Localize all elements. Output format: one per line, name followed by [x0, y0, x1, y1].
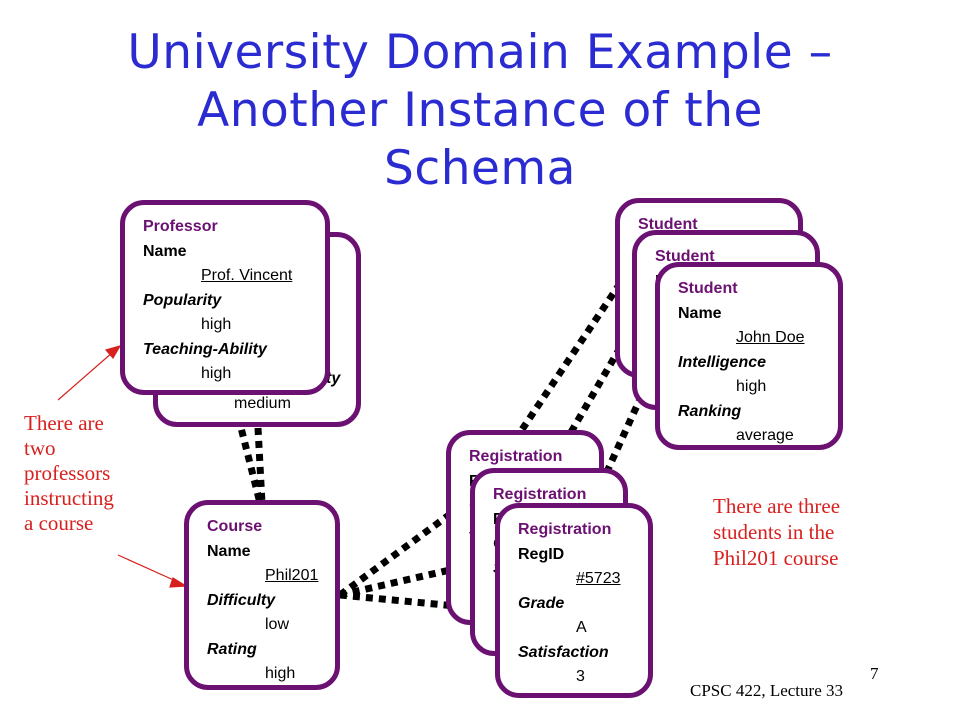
arrowhead-note-to-course	[169, 577, 188, 588]
note-line: There are three	[713, 494, 841, 518]
card-type-label: Student	[638, 216, 698, 233]
footer-course-lecture: CPSC 422, Lecture 33	[690, 681, 843, 700]
card-type-label: Registration	[518, 521, 612, 538]
card-attribute: Name	[207, 542, 251, 560]
note-line: professors	[24, 461, 111, 485]
card-value: high	[201, 316, 232, 333]
card-type-label: Registration	[493, 486, 587, 503]
note-line: There are	[24, 411, 104, 435]
card-value: average	[736, 427, 794, 444]
page-number: 7	[870, 664, 879, 683]
card-attribute: Name	[143, 242, 187, 260]
card-value: medium	[234, 394, 291, 412]
title-line-3: Schema	[384, 141, 576, 196]
title-line-2: Another Instance of the	[197, 83, 763, 138]
connector-course-professor-2	[254, 427, 266, 504]
card-attribute: Popularity	[143, 291, 222, 309]
card-attribute: Rating	[207, 640, 257, 658]
note-line: Phil201 course	[713, 546, 839, 570]
card-value: Phil201	[265, 567, 319, 584]
connector-registration-student-1	[512, 283, 622, 442]
card-value: A	[576, 619, 587, 636]
card-type-label: Student	[678, 280, 738, 297]
card-type-label: Registration	[469, 448, 563, 465]
card-attribute: Teaching-Ability	[143, 340, 267, 358]
note-line: two	[24, 436, 56, 460]
card-attribute: Intelligence	[678, 353, 767, 371]
arrowhead-note-to-professor	[104, 345, 122, 360]
note-line: students in the	[713, 520, 835, 544]
card-value: high	[201, 365, 232, 382]
card-attribute: Grade	[518, 594, 565, 612]
students-note: There are three students in the Phil201 …	[713, 493, 840, 571]
slide-title: University Domain Example – Another Inst…	[0, 24, 960, 198]
connector-course-registration-2	[339, 561, 473, 599]
note-line: instructing	[24, 486, 114, 510]
arrow-note-to-course	[117, 554, 179, 583]
arrow-note-to-professor	[57, 351, 114, 401]
card-type-label: Student	[655, 248, 715, 265]
card-value: 3	[576, 668, 585, 685]
title-line-1: University Domain Example –	[127, 25, 833, 80]
card-value: high	[736, 378, 767, 395]
connector-course-registration-1	[337, 512, 452, 598]
professors-note: There are two professors instructing a c…	[24, 411, 114, 536]
card-attribute: Satisfaction	[518, 643, 609, 661]
note-line: a course	[24, 511, 94, 535]
card-type-label: Course	[207, 518, 263, 535]
card-value: John Doe	[736, 329, 805, 346]
card-value: low	[265, 616, 290, 633]
card-attribute: Difficulty	[207, 591, 276, 609]
card-attribute: Name	[678, 304, 722, 322]
card-value: high	[265, 665, 296, 682]
card-type-label: Professor	[143, 218, 218, 235]
card-value: #5723	[576, 570, 621, 587]
card-attribute: Ranking	[678, 402, 742, 420]
card-attribute: RegID	[518, 545, 565, 563]
card-value: Prof. Vincent	[201, 267, 293, 284]
